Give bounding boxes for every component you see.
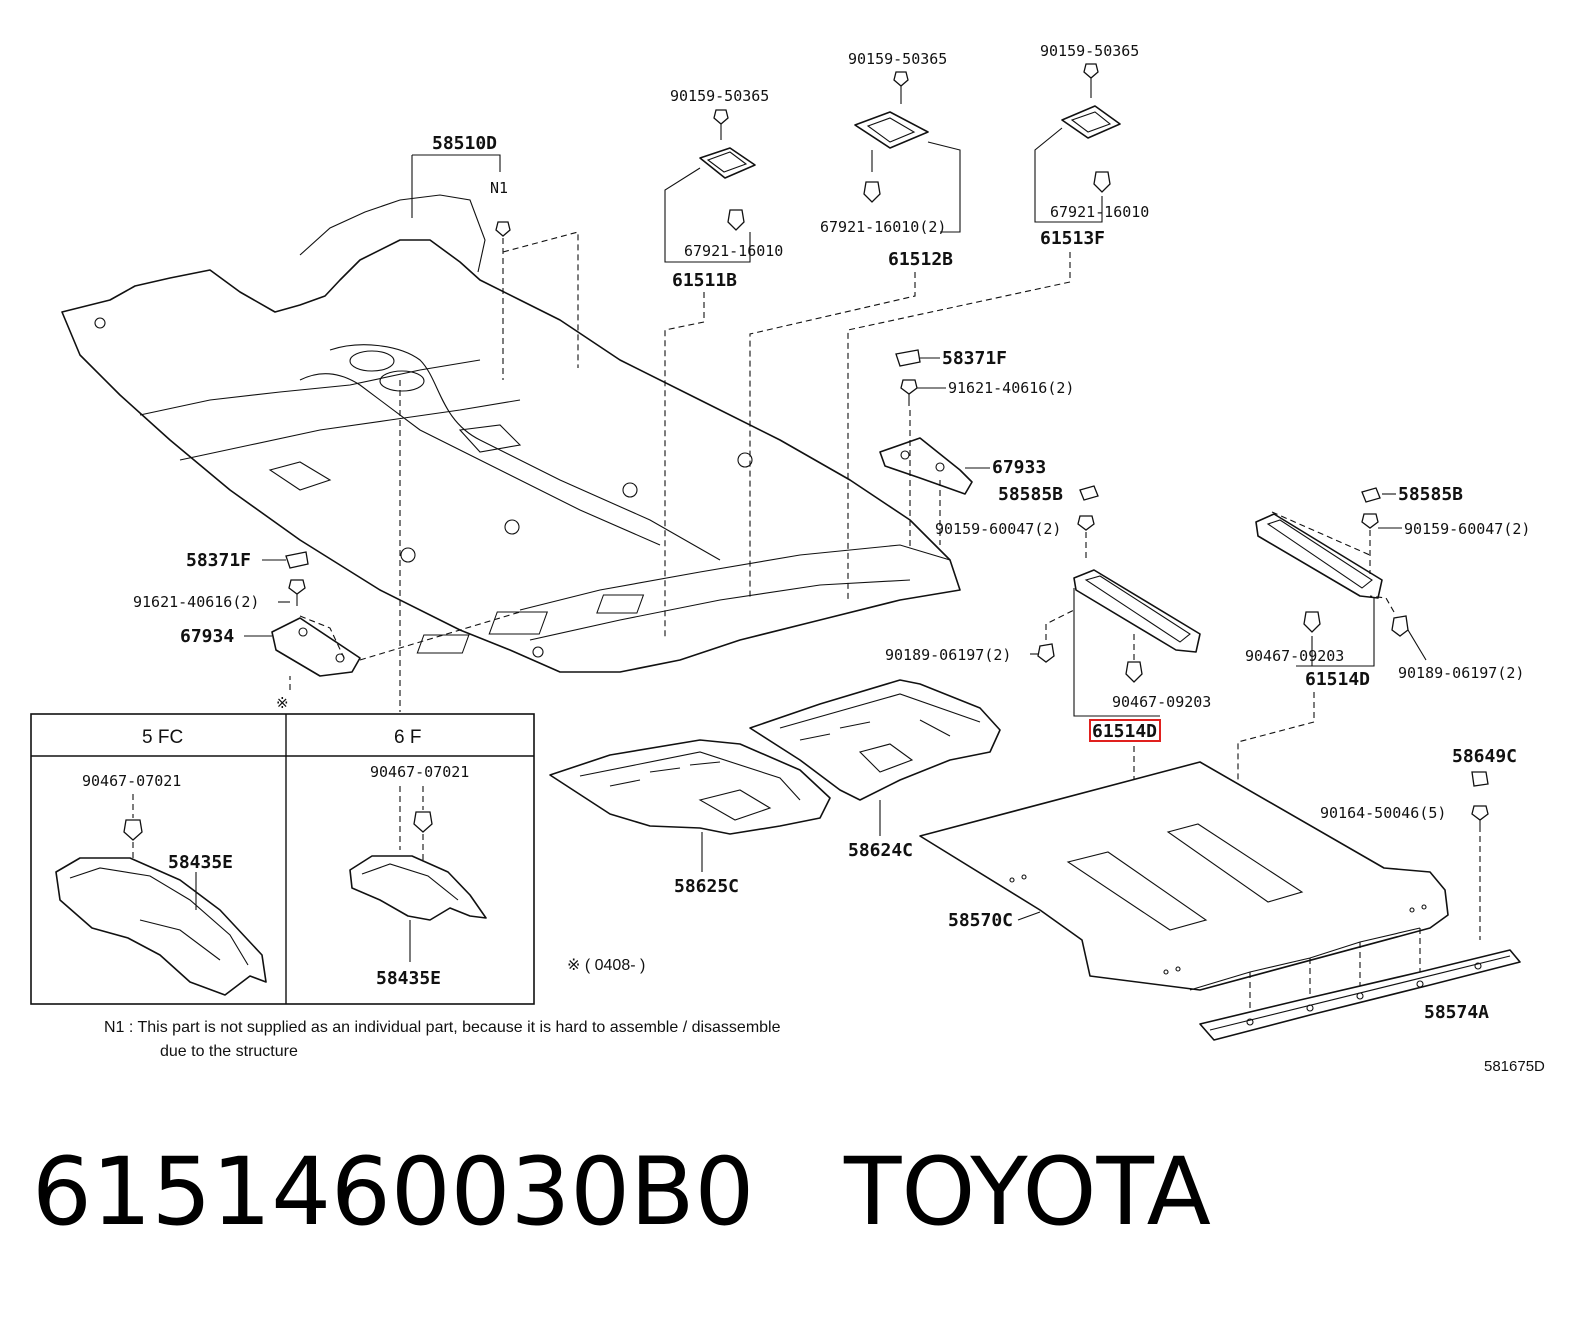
label-90467-09203-a: 90467-09203 <box>1112 693 1211 711</box>
label-61514D-a[interactable]: 61514D <box>1092 721 1157 742</box>
bracket-61512B <box>854 111 929 149</box>
clip-n1 <box>495 221 511 237</box>
label-61514D-b: 61514D <box>1305 669 1370 690</box>
bolt-90164-50046 <box>1471 805 1489 832</box>
note-n1-line1: N1 : This part is not supplied as an ind… <box>104 1019 781 1036</box>
label-67934: 67934 <box>180 626 234 647</box>
label-58371F-a: 58371F <box>942 348 1007 369</box>
parts-diagram: 58510D N1 90159-50365 67921-16010 61511B… <box>30 42 1545 1075</box>
console-58435E-5fc <box>55 857 267 996</box>
bolt-90159-60047-b <box>1361 513 1379 529</box>
clip-67921-16010-c <box>1093 171 1111 193</box>
bolt-91621-40616-b <box>288 579 306 606</box>
bracket-61513F <box>1061 105 1121 139</box>
panel-58625C <box>549 739 831 835</box>
label-58625C: 58625C <box>674 876 739 897</box>
label-91621-40616-b: 91621-40616(2) <box>133 593 259 611</box>
clip-90467-07021-a <box>123 819 143 841</box>
clip-67921-16010-a <box>727 209 745 231</box>
clip-58649C <box>1471 771 1489 787</box>
note-n1-line2: due to the structure <box>160 1043 298 1060</box>
label-61513F: 61513F <box>1040 228 1105 249</box>
bracket-67933 <box>879 437 973 495</box>
panel-58624C <box>749 679 1001 801</box>
label-n1: N1 <box>490 179 508 197</box>
label-90467-07021-b: 90467-07021 <box>370 763 469 781</box>
inset-header-6f: 6 F <box>394 727 421 748</box>
inset-header-5fc: 5 FC <box>142 727 183 748</box>
clip-58585B-a <box>1079 485 1099 501</box>
label-90467-07021-a: 90467-07021 <box>82 772 181 790</box>
label-90159-60047-b: 90159-60047(2) <box>1404 520 1530 538</box>
clip-90467-07021-b <box>413 811 433 833</box>
label-90159-50365-b: 90159-50365 <box>848 50 947 68</box>
panel-58570C <box>919 761 1449 991</box>
clip-58585B-b <box>1361 487 1381 503</box>
date-note: ※ ( 0408- ) <box>567 957 645 974</box>
label-61511B: 61511B <box>672 270 737 291</box>
clip-90467-09203-b <box>1303 611 1321 633</box>
label-58624C: 58624C <box>848 840 913 861</box>
label-58435E-a: 58435E <box>168 852 233 873</box>
label-67921-16010-a: 67921-16010 <box>684 242 783 260</box>
bolt-90159-50365-b <box>893 71 909 104</box>
label-58585B-a: 58585B <box>998 484 1063 505</box>
bolt-91621-40616-a <box>900 379 918 406</box>
inset-box <box>30 713 535 1005</box>
bolt-90159-50365-c <box>1083 63 1099 98</box>
label-90467-09203-b: 90467-09203 <box>1245 647 1344 665</box>
label-58574A: 58574A <box>1424 1002 1489 1023</box>
label-90159-50365-a: 90159-50365 <box>670 87 769 105</box>
label-67921-16010-2: 67921-16010(2) <box>820 218 946 236</box>
label-90159-50365-c: 90159-50365 <box>1040 42 1139 60</box>
bolt-90159-60047-a <box>1077 515 1095 531</box>
bolt-90159-50365-a <box>713 109 729 140</box>
footer-title: 6151460030B0 TOYOTA <box>32 1128 1552 1258</box>
step-plate-61514D-b <box>1255 513 1383 599</box>
clip-58371F-a <box>895 349 921 367</box>
label-67921-16010-c: 67921-16010 <box>1050 203 1149 221</box>
footer-brand: TOYOTA <box>844 1138 1211 1247</box>
label-mark: ※ <box>276 694 289 712</box>
label-90159-60047-a: 90159-60047(2) <box>935 520 1061 538</box>
bracket-67934 <box>271 617 361 677</box>
clip-67921-16010-b <box>863 181 881 203</box>
clip-90189-06197-a <box>1037 643 1055 663</box>
label-58570C: 58570C <box>948 910 1013 931</box>
label-58585B-b: 58585B <box>1398 484 1463 505</box>
label-90189-06197-a: 90189-06197(2) <box>885 646 1011 664</box>
clip-90467-09203-a <box>1125 661 1143 683</box>
label-58371F-b: 58371F <box>186 550 251 571</box>
diagram-id: 581675D <box>1484 1058 1545 1075</box>
label-61512B: 61512B <box>888 249 953 270</box>
label-58510D: 58510D <box>432 133 497 154</box>
label-91621-40616-a: 91621-40616(2) <box>948 379 1074 397</box>
bracket-61511B <box>699 147 756 179</box>
label-90164-50046: 90164-50046(5) <box>1320 804 1446 822</box>
console-58435E-6f <box>349 855 487 921</box>
label-58649C: 58649C <box>1452 746 1517 767</box>
clip-90189-06197-b <box>1391 615 1409 637</box>
bar-58574A <box>1199 949 1521 1041</box>
label-58435E-b: 58435E <box>376 968 441 989</box>
highlight-61514D <box>1089 719 1161 742</box>
footer-part-number: 6151460030B0 <box>32 1138 755 1247</box>
clip-58371F-b <box>285 551 309 569</box>
label-67933: 67933 <box>992 457 1046 478</box>
step-plate-61514D-a <box>1073 569 1201 653</box>
label-90189-06197-b: 90189-06197(2) <box>1398 664 1524 682</box>
